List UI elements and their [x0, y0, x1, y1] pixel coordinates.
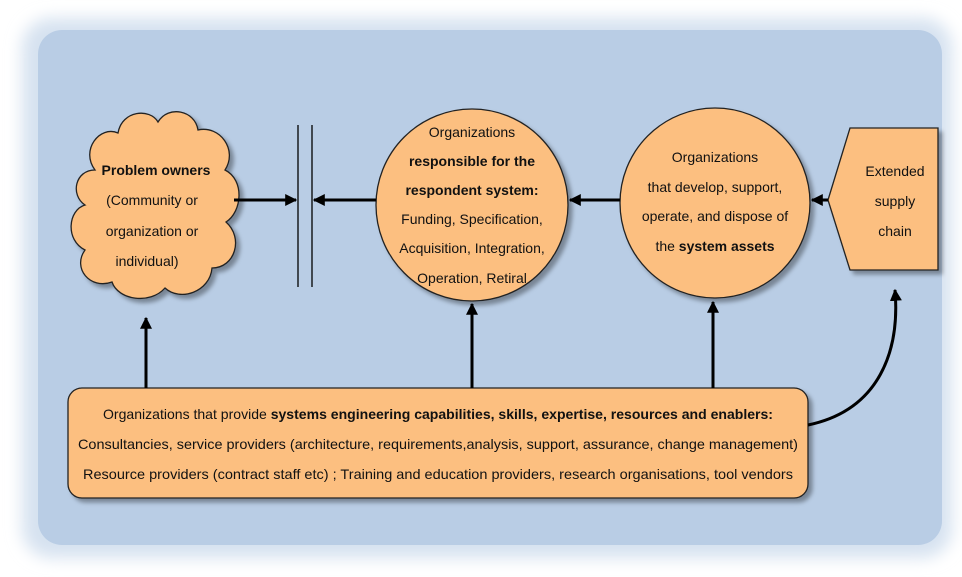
respondent-line: Funding, Specification, — [401, 211, 543, 227]
problem-owners-line: individual) — [115, 253, 178, 269]
problem-owners-line: organization or — [106, 223, 199, 239]
assets-line: Organizations — [672, 149, 758, 165]
respondent-line: Acquisition, Integration, — [399, 240, 545, 256]
respondent-line: Operation, Retiral — [417, 270, 527, 286]
problem-owners-line: (Community or — [106, 192, 198, 208]
assets-bold: system assets — [679, 238, 775, 254]
respondent-bold-line: respondent system: — [405, 182, 538, 198]
capability-providers-box — [67, 387, 809, 499]
providers-prefix: Organizations that provide — [103, 406, 271, 422]
providers-bold: systems engineering capabilities, skills… — [271, 406, 773, 422]
providers-line-3: Resource providers (contract staff etc) … — [83, 466, 793, 482]
respondent-line: Organizations — [429, 124, 515, 140]
assets-line: that develop, support, — [648, 179, 783, 195]
supply-chain-line: supply — [875, 193, 915, 209]
assets-last-line: the system assets — [655, 238, 774, 254]
assets-line: operate, and dispose of — [642, 208, 788, 224]
problem-owners-title: Problem owners — [102, 162, 211, 178]
respondent-system-circle — [375, 108, 569, 302]
system-assets-circle — [619, 107, 811, 299]
assets-prefix: the — [655, 238, 678, 254]
providers-line-1: Organizations that provide systems engin… — [103, 406, 773, 422]
extended-supply-chain-shape — [827, 127, 939, 271]
problem-owners-cloud — [70, 111, 240, 300]
supply-chain-line: chain — [878, 223, 911, 239]
supply-chain-line: Extended — [865, 163, 924, 179]
respondent-bold-line: responsible for the — [409, 153, 535, 169]
providers-line-2: Consultancies, service providers (archit… — [78, 436, 798, 452]
arrow-curve-to-supply-chain — [807, 288, 902, 427]
